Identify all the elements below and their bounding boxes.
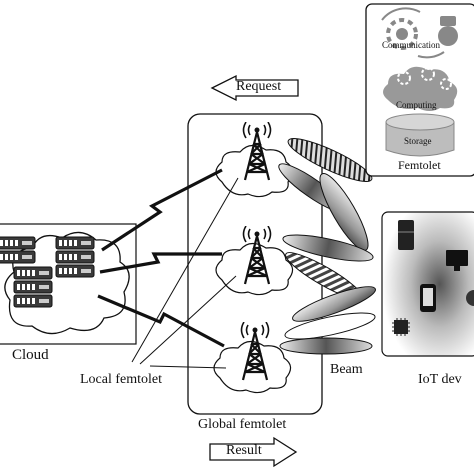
beams	[278, 138, 376, 355]
cloud-label: Cloud	[12, 347, 49, 363]
request-arrow[interactable]	[210, 74, 299, 102]
arrow-left-icon	[210, 74, 299, 102]
gear-icon	[383, 66, 458, 111]
global-femtolet-label: Global femtolet	[198, 417, 287, 432]
monitor-icon	[446, 250, 468, 271]
microchip-icon	[392, 318, 410, 336]
result-label: Result	[226, 443, 262, 458]
iot-devices-label: IoT dev	[418, 372, 462, 387]
arrow-right-icon	[209, 436, 298, 468]
local-femtolet-top	[215, 122, 294, 198]
database-icon	[385, 113, 455, 157]
computing-label: Computing	[396, 100, 437, 110]
refrigerator-icon	[398, 220, 414, 250]
communication-label: Communication	[382, 40, 440, 50]
femtolet-panel	[365, 3, 474, 177]
lightning-link-icon	[97, 168, 225, 348]
beam-label: Beam	[330, 362, 363, 377]
communication-icon	[381, 7, 458, 59]
request-label: Request	[236, 79, 282, 94]
local-femtolet-bottom	[213, 322, 292, 394]
device-dot-icon	[466, 290, 474, 306]
smartphone-icon	[420, 284, 436, 312]
local-femtolet-pointers	[131, 177, 239, 369]
result-arrow[interactable]	[209, 436, 298, 468]
storage-label: Storage	[404, 136, 432, 146]
local-femtolet-label: Local femtolet	[80, 372, 163, 387]
local-femtolet-middle	[215, 226, 294, 296]
iot-devices-panel	[381, 211, 474, 357]
femtolet-panel-title: Femtolet	[398, 158, 441, 172]
